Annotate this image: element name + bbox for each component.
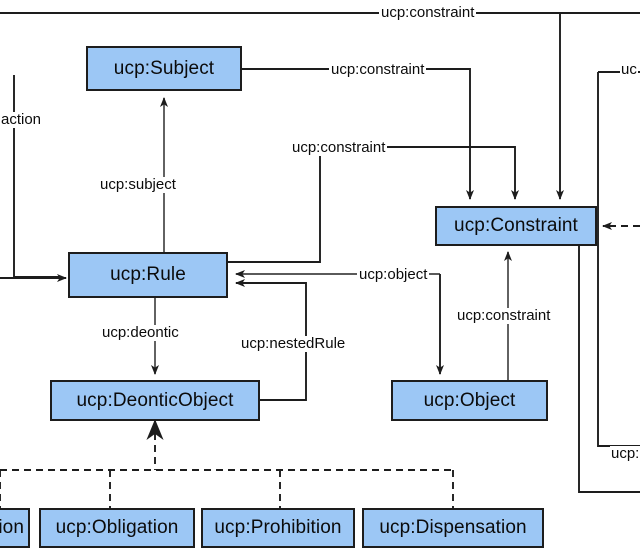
edge-label-subject: ucp:subject	[98, 176, 178, 193]
node-prohibition[interactable]: ucp:Prohibition	[201, 508, 355, 548]
edge-label-object: ucp:object	[357, 266, 430, 283]
node-permission-label: ion	[0, 517, 24, 538]
edge-label-right-top: uc	[620, 61, 638, 78]
node-dispensation[interactable]: ucp:Dispensation	[362, 508, 544, 548]
edge-label-rule-constraint: ucp:constraint	[290, 139, 388, 156]
edge-action-route	[13, 75, 62, 278]
generalization-arrowhead	[146, 419, 164, 440]
node-subject-label: ucp:Subject	[113, 57, 215, 79]
edge-label-nestedrule: ucp:nestedRule	[239, 335, 348, 352]
node-obligation-label: ucp:Obligation	[55, 517, 179, 538]
node-obligation[interactable]: ucp:Obligation	[39, 508, 195, 548]
node-constraint-label: ucp:Constraint	[454, 215, 578, 236]
node-prohibition-label: ucp:Prohibition	[214, 517, 342, 538]
node-object-label: ucp:Object	[423, 389, 516, 411]
edge-label-deontic: ucp:deontic	[100, 324, 181, 341]
edge-right-outer-route	[578, 246, 640, 493]
edge-label-top-constraint: ucp:constraint	[379, 4, 477, 21]
node-object[interactable]: ucp:Object	[391, 380, 548, 421]
node-deonticobject[interactable]: ucp:DeonticObject	[50, 380, 260, 421]
edge-label-right-bottom: ucp:	[610, 445, 640, 462]
node-subject[interactable]: ucp:Subject	[86, 46, 242, 91]
node-permission[interactable]: ion	[0, 508, 30, 548]
edge-subject-to-constraint	[242, 68, 474, 200]
node-dispensation-label: ucp:Dispensation	[379, 517, 527, 538]
node-rule[interactable]: ucp:Rule	[68, 252, 228, 298]
edge-label-action: action	[0, 111, 43, 128]
edge-label-object-constraint: ucp:constraint	[455, 307, 553, 324]
node-deonticobject-label: ucp:DeonticObject	[76, 389, 234, 411]
edge-label-subject-constraint: ucp:constraint	[329, 61, 427, 78]
node-constraint[interactable]: ucp:Constraint	[435, 206, 597, 246]
node-rule-label: ucp:Rule	[110, 264, 186, 285]
edge-right-inner-route	[597, 72, 640, 447]
